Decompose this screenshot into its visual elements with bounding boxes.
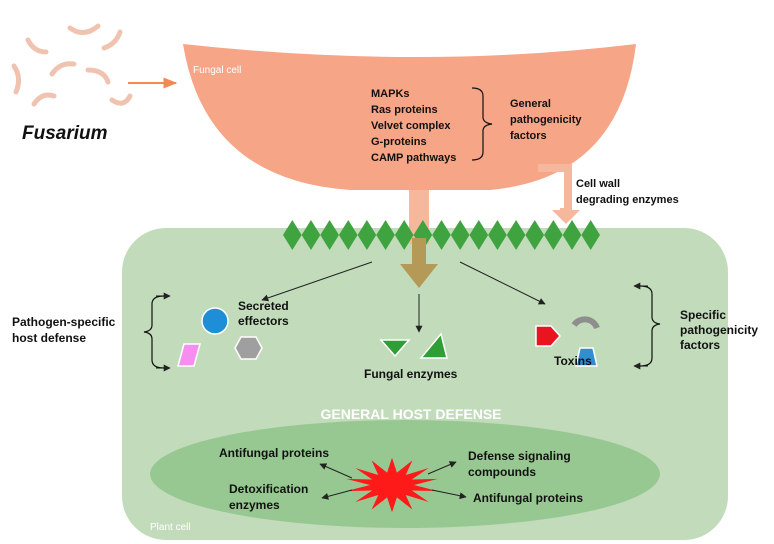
- enzyme-triangle-icon: [379, 339, 411, 358]
- cell-wall-spike: [562, 220, 582, 250]
- effectors-label-line2: effectors: [238, 314, 289, 328]
- pathogen-specific-label-line2: host defense: [12, 331, 86, 345]
- specific-factors-bracket: [639, 285, 661, 367]
- svg-text:factors: factors: [510, 130, 547, 142]
- spore-icon: [67, 23, 101, 35]
- specific-factors-label-line2: pathogenicity: [680, 323, 758, 337]
- spore-icon: [85, 67, 111, 85]
- specific-factors-label-line3: factors: [680, 338, 720, 352]
- svg-text:Cell wall: Cell wall: [576, 178, 620, 190]
- cell-wall-spike: [581, 220, 600, 250]
- factor-camp: CAMP pathways: [371, 152, 456, 164]
- signaling-label-line1: Defense signaling: [468, 449, 571, 463]
- factor-ras: Ras proteins: [371, 104, 438, 116]
- svg-text:degrading enzymes: degrading enzymes: [576, 194, 679, 206]
- fungal-cell-label: Fungal cell: [193, 65, 241, 76]
- spore-icon: [101, 29, 123, 51]
- signaling-label-line2: compounds: [468, 465, 536, 479]
- effector-parallelogram-icon: [177, 343, 201, 367]
- general-host-defense-title: GENERAL HOST DEFENSE: [321, 406, 502, 422]
- spore-icon: [31, 92, 57, 107]
- detox-label-line1: Detoxification: [229, 482, 308, 496]
- factor-gproteins: G-proteins: [371, 136, 427, 148]
- arrow-antifungal-top: [319, 463, 353, 479]
- effectors-label-line1: Secreted: [238, 299, 289, 313]
- plant-cell-label: Plant cell: [150, 522, 191, 533]
- cell-wall-spike: [488, 220, 507, 250]
- specific-factors-label-line1: Specific: [680, 308, 726, 322]
- spore-icon: [49, 61, 77, 77]
- arrow-antifungal-right: [431, 489, 467, 500]
- antifungal-proteins-top-label: Antifungal proteins: [219, 446, 329, 460]
- fusarium-spores: [11, 23, 133, 107]
- detox-label-line2: enzymes: [229, 498, 280, 512]
- svg-text:pathogenicity: pathogenicity: [510, 114, 582, 126]
- spore-icon: [109, 93, 133, 106]
- cell-wall-enzyme-arrowhead: [552, 210, 580, 224]
- pathogen-specific-label-line1: Pathogen-specific: [12, 315, 116, 329]
- general-factors-label: General pathogenicity factors: [510, 98, 582, 142]
- cell-wall-spike: [469, 220, 489, 250]
- toxin-arc-icon: [571, 316, 600, 330]
- organism-label: Fusarium: [22, 123, 108, 144]
- cell-wall-spike: [338, 220, 358, 250]
- toxin-trapezoid-icon: [575, 347, 598, 367]
- toxins-label: Toxins: [554, 354, 592, 368]
- fungal-entry-arrow: [400, 238, 438, 288]
- arrow-detox: [321, 489, 353, 500]
- factor-velvet: Velvet complex: [371, 120, 451, 132]
- effector-circle-icon: [201, 307, 229, 335]
- svg-text:General: General: [510, 98, 551, 110]
- fungal-factors-list: MAPKs Ras proteins Velvet complex G-prot…: [371, 88, 456, 164]
- cell-wall-spikes: [283, 220, 600, 250]
- cell-wall-enzymes-label: Cell wall degrading enzymes: [576, 178, 679, 206]
- arrow-signaling: [427, 461, 457, 475]
- spore-icon: [11, 63, 22, 95]
- arrow-to-toxins: [459, 261, 546, 305]
- cell-wall-spike: [394, 220, 414, 250]
- fungal-enzymes-label: Fungal enzymes: [364, 367, 458, 381]
- cell-wall-spike: [376, 220, 395, 250]
- cell-wall-spike: [450, 220, 470, 250]
- spore-icon: [25, 37, 49, 55]
- fungal-cell: [183, 44, 636, 190]
- pathogen-specific-bracket: [143, 295, 165, 369]
- cell-wall-spike: [432, 220, 451, 250]
- factor-mapks: MAPKs: [371, 88, 410, 100]
- cell-wall-spike: [301, 220, 321, 250]
- cell-wall-spike: [506, 220, 526, 250]
- cell-wall-spike: [357, 220, 377, 250]
- cell-wall-spike: [283, 220, 302, 250]
- cell-wall-spike: [320, 220, 339, 250]
- arrow-to-effectors: [261, 261, 373, 302]
- effector-hexagon-icon: [234, 336, 263, 360]
- antifungal-proteins-right-label: Antifungal proteins: [473, 491, 583, 505]
- toxin-pentagon-icon: [535, 325, 562, 347]
- cell-wall-spike: [525, 220, 545, 250]
- enzyme-triangle-icon: [419, 332, 448, 359]
- defense-burst-icon: [346, 457, 438, 513]
- cell-wall-spike: [544, 220, 563, 250]
- general-factors-bracket: [471, 87, 493, 161]
